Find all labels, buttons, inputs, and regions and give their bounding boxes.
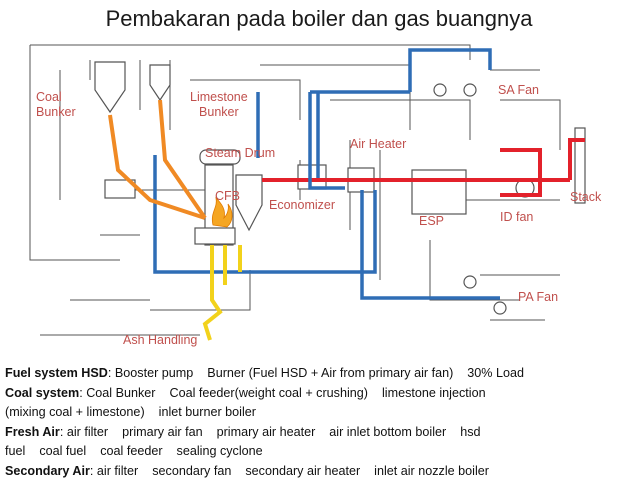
coal-feeder bbox=[104, 179, 136, 199]
label-stack: Stack bbox=[570, 190, 602, 204]
cyclone bbox=[235, 174, 263, 232]
sa-fan-2 bbox=[463, 83, 477, 97]
esp bbox=[411, 169, 467, 215]
equipment-shapes bbox=[94, 61, 586, 315]
label-cfb: CFB bbox=[215, 189, 240, 203]
label-economizer: Economizer bbox=[269, 198, 335, 212]
label-steam-drum: Steam Drum bbox=[205, 146, 276, 160]
label-ash-handling: Ash Handling bbox=[123, 333, 198, 347]
label-pa-fan: PA Fan bbox=[518, 290, 559, 304]
bottom-box bbox=[194, 227, 236, 245]
coal-path bbox=[108, 99, 207, 220]
label-air-heater: Air Heater bbox=[350, 137, 407, 151]
economizer bbox=[297, 164, 327, 190]
sa-fan-1 bbox=[433, 83, 447, 97]
ash-path bbox=[202, 245, 242, 341]
boiler-flow-diagram bbox=[29, 44, 586, 341]
page-title: Pembakaran pada boiler dan gas buangnya bbox=[105, 6, 533, 31]
limestone-bunker bbox=[149, 64, 171, 102]
air-path bbox=[153, 48, 500, 300]
pa-fan-1 bbox=[463, 275, 477, 289]
label-id-fan: ID fan bbox=[500, 210, 534, 224]
pa-fan-2 bbox=[493, 301, 507, 315]
flame-icon bbox=[211, 196, 233, 228]
label-sa-fan: SA Fan bbox=[498, 83, 539, 97]
label-esp: ESP bbox=[419, 214, 445, 228]
stack bbox=[574, 127, 586, 204]
coal-bunker bbox=[94, 61, 126, 114]
steam-drum bbox=[199, 149, 241, 165]
note-coal-system-cont: (mixing coal + limestone)inlet burner bo… bbox=[5, 405, 256, 420]
flue-gas-path bbox=[262, 138, 585, 197]
